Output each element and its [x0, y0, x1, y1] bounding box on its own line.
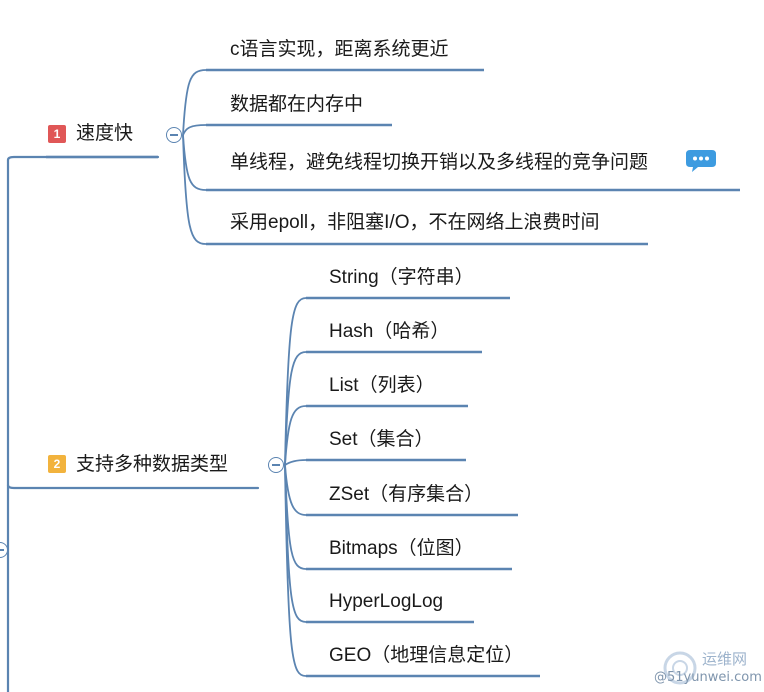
- watermark-line-1: 运维网: [702, 650, 748, 668]
- child-2-6[interactable]: Bitmaps（位图）: [329, 538, 474, 559]
- priority-badge-2: 2: [48, 455, 66, 473]
- child-2-4[interactable]: Set（集合）: [329, 429, 434, 450]
- child-1-4[interactable]: 采用epoll，非阻塞I/O，不在网络上浪费时间: [230, 212, 600, 233]
- root-branch-2: [6, 483, 260, 490]
- group-1-collapse-toggle[interactable]: [166, 127, 182, 143]
- child-2-8[interactable]: GEO（地理信息定位）: [329, 645, 524, 666]
- group-2-collapse-toggle[interactable]: [268, 457, 284, 473]
- watermark-logo-icon: [663, 651, 697, 685]
- child-2-5[interactable]: ZSet（有序集合）: [329, 484, 484, 505]
- child-1-3[interactable]: 单线程，避免线程切换开销以及多线程的竞争问题: [230, 152, 649, 173]
- root-branch-1: [6, 155, 160, 162]
- child-1-1[interactable]: c语言实现，距离系统更近: [230, 39, 449, 60]
- child-2-3[interactable]: List（列表）: [329, 375, 435, 396]
- group-1-label[interactable]: 速度快: [76, 123, 134, 144]
- priority-badge-1: 1: [48, 125, 66, 143]
- group-2-label[interactable]: 支持多种数据类型: [76, 454, 229, 475]
- comment-icon[interactable]: [684, 147, 718, 173]
- child-2-1[interactable]: String（字符串）: [329, 267, 474, 288]
- watermark: 运维网 @51yunwei.com: [654, 648, 762, 690]
- watermark-line-2: @51yunwei.com: [654, 670, 762, 685]
- child-2-2[interactable]: Hash（哈希）: [329, 321, 450, 342]
- child-2-7[interactable]: HyperLogLog: [329, 591, 444, 612]
- child-1-2[interactable]: 数据都在内存中: [230, 94, 364, 115]
